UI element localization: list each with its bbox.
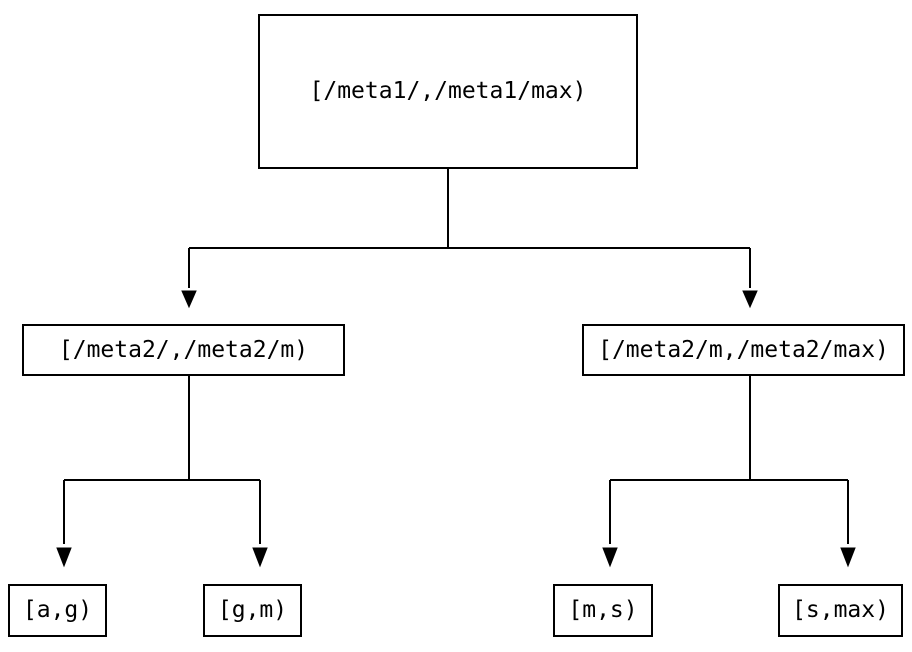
node-label: [s,max) <box>792 597 889 623</box>
arrowhead-down-icon <box>840 547 856 568</box>
tree-node-leaf-ag: [a,g) <box>8 584 107 637</box>
arrowhead-down-icon <box>602 547 618 568</box>
tree-node-meta2-low: [/meta2/,/meta2/m) <box>22 324 345 376</box>
node-label: [a,g) <box>22 597 93 623</box>
tree-node-leaf-smax: [s,max) <box>778 584 903 637</box>
tree-node-meta2-high: [/meta2/m,/meta2/max) <box>582 324 905 376</box>
tree-node-root: [/meta1/,/meta1/max) <box>258 14 638 169</box>
arrowhead-down-icon <box>56 547 72 568</box>
connector-left-subtree <box>63 376 261 544</box>
arrowhead-down-icon <box>252 547 268 568</box>
connector-right-subtree <box>609 376 849 544</box>
node-label: [g,m) <box>217 597 288 623</box>
connector-root-to-children <box>188 169 751 288</box>
node-label: [/meta2/,/meta2/m) <box>58 336 309 363</box>
node-label: [m,s) <box>568 597 638 623</box>
tree-node-leaf-ms: [m,s) <box>553 584 653 637</box>
node-label: [/meta2/m,/meta2/max) <box>598 336 889 363</box>
arrowhead-down-icon <box>181 290 197 309</box>
arrowhead-down-icon <box>742 290 758 309</box>
node-label: [/meta1/,/meta1/max) <box>309 78 587 104</box>
tree-node-leaf-gm: [g,m) <box>203 584 302 637</box>
